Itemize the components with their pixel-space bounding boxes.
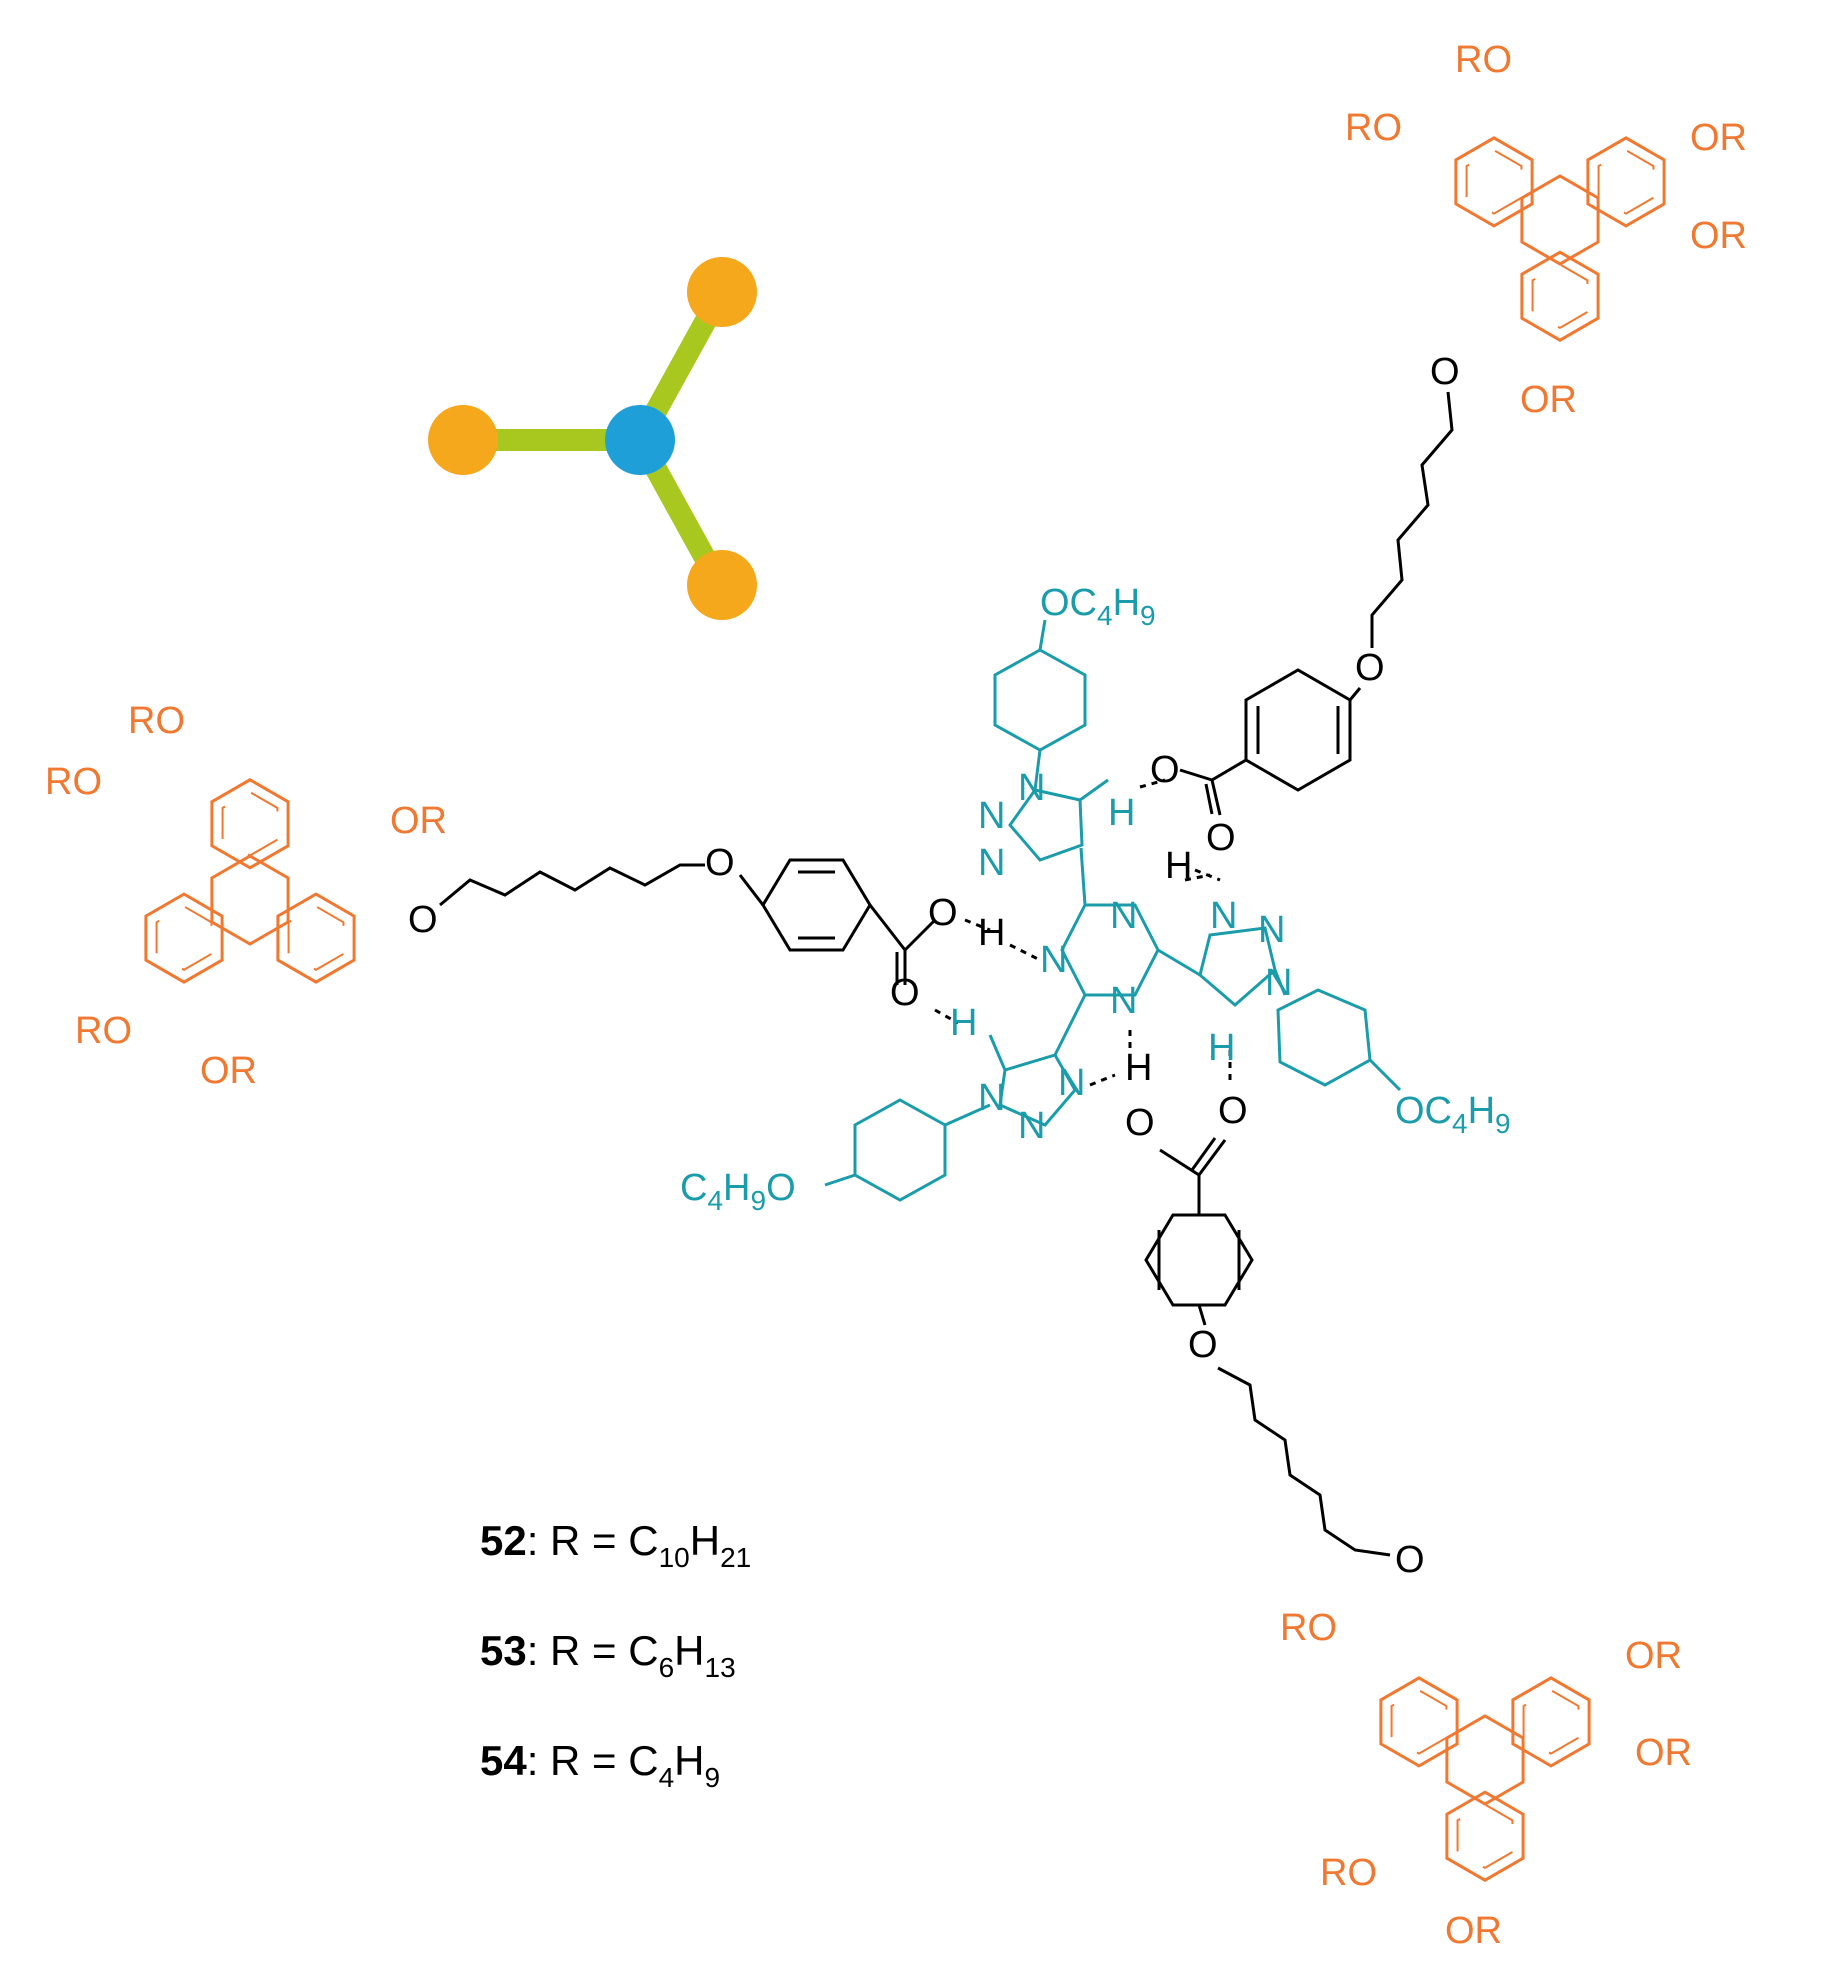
aromatic-bond-marks [1522,1689,1580,1755]
schematic-center [605,405,675,475]
or-label: OR [390,800,447,842]
o-atom: O [1395,1539,1425,1581]
triazole-bottom [998,1053,1077,1127]
aromatic-bond-marks [1456,1803,1514,1870]
or-label: OR [1635,1732,1692,1774]
ro-label: RO [45,761,102,803]
benzoate-ring-top [1244,668,1352,792]
triphenylene-outer-ring [144,892,224,984]
schematic-node [687,257,757,327]
triphenylene-outer-ring [1445,1790,1525,1882]
butoxyphenyl-ring-right [1276,988,1372,1087]
o-atom: O [890,972,920,1014]
butoxy-label-right: OC4H9 [1395,1090,1511,1139]
h-atom: H [1125,1047,1152,1089]
schematic-tripod-icon [428,257,757,620]
central-ring [1060,903,1160,997]
alkyl-chain-bottom [1217,1366,1391,1557]
n-atom: N [1110,980,1137,1022]
n-atom: N [978,842,1005,884]
alkyl-chain-left [439,863,705,907]
o-atom: O [705,842,735,884]
benzoate-ring-bottom [1144,1213,1254,1307]
aromatic-bond-marks [1465,149,1523,215]
n-atom: N [1018,1105,1045,1147]
ro-label: RO [1455,39,1512,81]
triphenylene-outer-ring [1379,1676,1459,1768]
compound-legend: 52: R = C10H21 53: R = C6H13 54: R = C4H9 [480,1517,751,1793]
h-atom: H [1108,792,1135,834]
ro-label: RO [128,700,185,742]
schematic-node [428,405,498,475]
aromatic-bond-marks [1531,263,1589,330]
n-atom: N [1258,909,1285,951]
o-atom: O [1150,749,1180,791]
n-atom: N [978,1077,1005,1119]
butoxyphenyl-ring-bottom [853,1098,947,1202]
o-atom: O [928,892,958,934]
or-label: OR [1625,1635,1682,1677]
triphenylene-outer-ring [1454,136,1534,228]
triphenylene-outer-ring [210,778,290,870]
legend-entry: 54: R = C4H9 [480,1737,720,1793]
triazole-top [1008,788,1084,862]
butoxy-label-left: C4H9O [680,1167,796,1216]
butoxyphenyl-ring-top [993,648,1087,752]
triphenylene-outer-ring [1520,250,1600,342]
linker-chains [439,391,1454,1557]
triphenylene-core-ring [210,854,290,946]
triphenylene-left [144,778,356,984]
triphenylene-core-ring [1445,1714,1525,1806]
schematic-node [687,550,757,620]
butoxy-label-top: OC4H9 [1040,582,1156,631]
aromatic-bond-marks [287,905,345,971]
aromatic-bond-marks [1390,1689,1448,1755]
h-atom: H [1208,1027,1235,1069]
triazine-triazole-core [824,619,1402,1202]
or-label: OR [1520,379,1577,421]
legend-entry: 52: R = C10H21 [480,1517,751,1573]
ro-label: RO [1280,1607,1337,1649]
triphenylene-outer-ring [1586,136,1666,228]
o-atom: O [408,899,438,941]
n-atom: N [1040,939,1067,981]
n-atom: N [1210,895,1237,937]
ro-label: RO [1320,1852,1377,1894]
o-atom: O [1430,351,1460,393]
o-atom: O [1125,1102,1155,1144]
n-atom: N [1018,767,1045,809]
triazole-right [1198,926,1277,1007]
n-atom: N [1265,962,1292,1004]
ro-label: RO [1345,107,1402,149]
n-atom: N [978,795,1005,837]
o-atom: O [1188,1324,1218,1366]
triphenylene-top-right [1454,136,1666,342]
or-label: OR [200,1050,257,1092]
o-atom: O [1355,647,1385,689]
triphenylene-bottom-right [1379,1676,1591,1882]
or-label: OR [1690,117,1747,159]
o-atom: O [1218,1090,1248,1132]
legend-entry: 53: R = C6H13 [480,1627,736,1683]
aromatic-bond-marks [221,790,279,857]
h-atom: H [950,1002,977,1044]
triphenylene-outer-ring [276,892,356,984]
triphenylene-outer-ring [1511,1676,1591,1768]
ro-label: RO [75,1010,132,1052]
alkyl-chain-top [1370,391,1454,648]
or-label: OR [1445,1910,1502,1952]
aromatic-bond-marks [155,905,213,971]
aromatic-bond-marks [1597,149,1655,215]
h-atom: H [978,912,1005,954]
or-label: OR [1690,215,1747,257]
h-atom: H [1165,845,1192,887]
o-atom: O [1206,817,1236,859]
n-atom: N [1058,1062,1085,1104]
n-atom: N [1110,895,1137,937]
triphenylene-core-ring [1520,174,1600,266]
hydrogen-bonds [934,778,1232,1087]
